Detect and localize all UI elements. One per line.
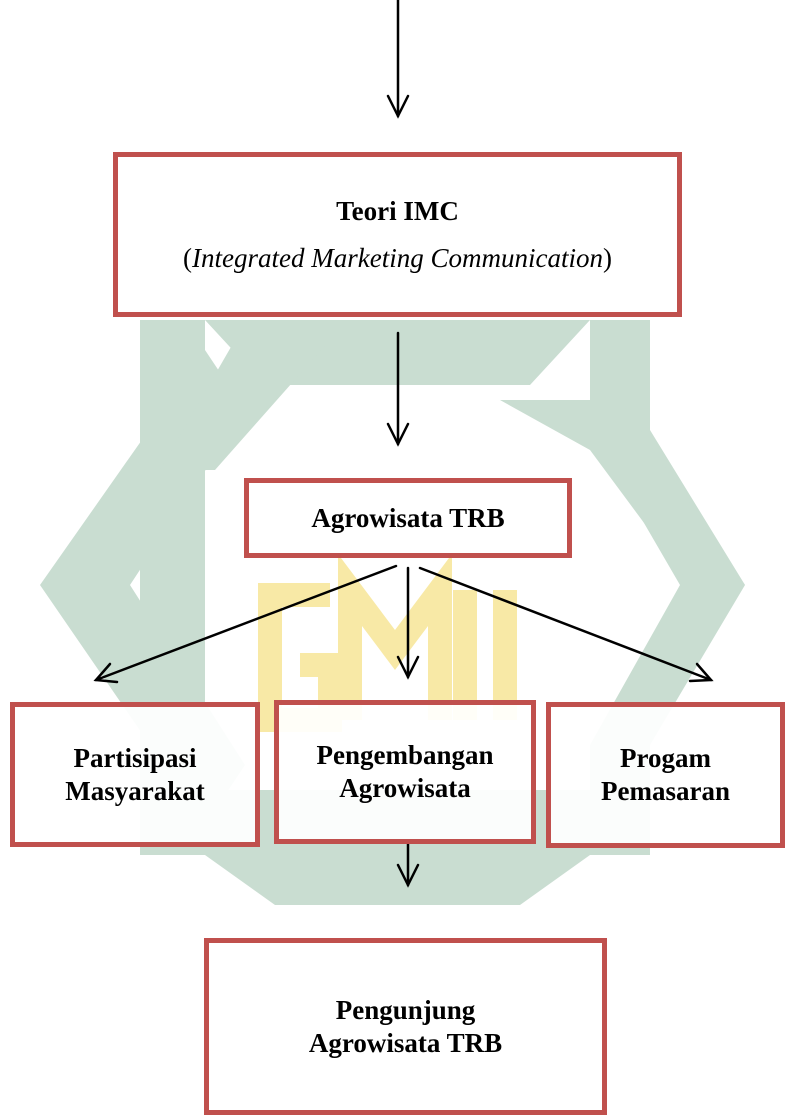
arrow-pengembangan-to-pengunjung [396,841,420,888]
arrow-trb-to-pengembangan [396,566,420,680]
partisipasi-line2: Masyarakat [65,775,205,806]
arrow-top-to-imc [386,0,410,119]
arrow-imc-to-trb [386,331,410,447]
pengembangan-line1: Pengembangan [316,740,494,771]
imc-theory-subtitle-italic: Integrated Marketing Communication [192,242,603,273]
progam-line1: Progam [620,743,711,774]
progam-pemasaran-box: Progam Pemasaran [546,702,785,848]
pengunjung-agrowisata-box: Pengunjung Agrowisata TRB [204,938,607,1115]
imc-theory-box: Teori IMC (Integrated Marketing Communic… [113,152,682,317]
imc-theory-subtitle: (Integrated Marketing Communication) [183,242,612,273]
pengembangan-line2: Agrowisata [339,773,471,803]
agrowisata-trb-title: Agrowisata TRB [311,502,505,533]
imc-theory-title: Teori IMC [336,195,459,226]
partisipasi-line1: Partisipasi [73,742,197,773]
arrow-trb-to-progam [418,566,714,683]
pengunjung-line2: Agrowisata TRB [308,1027,503,1058]
partisipasi-masyarakat-box: Partisipasi Masyarakat [10,702,260,847]
agrowisata-trb-box: Agrowisata TRB [244,478,572,558]
pengunjung-line1: Pengunjung [335,994,476,1025]
arrow-trb-to-partisipasi [93,564,398,684]
progam-line2: Pemasaran [601,776,730,806]
pengembangan-agrowisata-box: Pengembangan Agrowisata [274,700,536,844]
